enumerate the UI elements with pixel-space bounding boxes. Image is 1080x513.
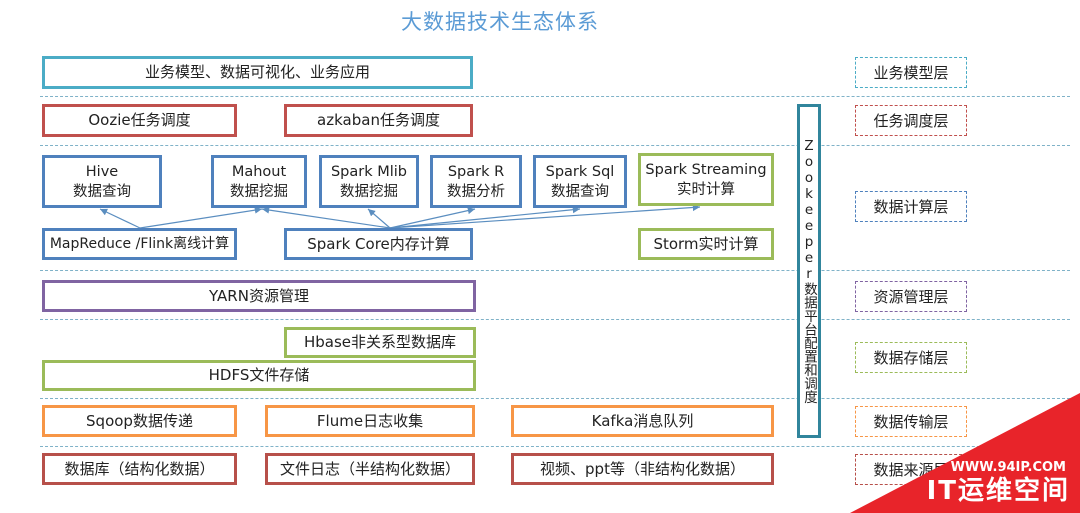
kafka-box: Kafka消息队列	[511, 405, 774, 437]
layer-separator	[40, 398, 1070, 399]
spark-streaming-desc: 实时计算	[677, 181, 735, 198]
spark-streaming-label: Spark Streaming	[645, 161, 767, 178]
spark-mlib-desc: 数据挖掘	[340, 183, 398, 200]
watermark-name: IT运维空间	[926, 476, 1070, 506]
spark-streaming-box: Spark Streaming 实时计算	[638, 153, 774, 206]
spark-r-label: Spark R	[447, 163, 505, 180]
zookeeper-box: Zookeeper数据平台配置和调度	[797, 104, 821, 438]
watermark-url: WWW.94IP.COM	[950, 460, 1066, 475]
mahout-box: Mahout 数据挖掘	[211, 155, 307, 208]
layer-separator	[40, 145, 1070, 146]
layer-separator	[40, 96, 1070, 97]
mahout-label: Mahout	[231, 163, 287, 180]
spark-sql-desc: 数据查询	[551, 183, 609, 200]
arrow-sparkcore-streaming	[389, 203, 701, 229]
oozie-box: Oozie任务调度	[42, 104, 237, 137]
watermark-banner	[850, 393, 1080, 513]
layer-label-compute: 数据计算层	[855, 191, 967, 222]
spark-mlib-label: Spark Mlib	[330, 163, 408, 180]
log-source-box: 文件日志（半结构化数据）	[265, 453, 475, 485]
spark-sql-label: Spark Sql	[545, 163, 615, 180]
flume-box: Flume日志收集	[265, 405, 475, 437]
hbase-box: Hbase非关系型数据库	[284, 327, 476, 358]
layer-label-transfer: 数据传输层	[855, 406, 967, 437]
mapreduce-flink-box: MapReduce /Flink离线计算	[42, 228, 237, 260]
layer-separator	[40, 319, 1070, 320]
layer-label-scheduling: 任务调度层	[855, 105, 967, 136]
storm-box: Storm实时计算	[638, 228, 774, 260]
arrow-mapreduce-hive	[99, 208, 141, 229]
business-app-box: 业务模型、数据可视化、业务应用	[42, 56, 473, 89]
yarn-box: YARN资源管理	[42, 280, 476, 312]
hive-box: Hive 数据查询	[42, 155, 162, 208]
arrow-sparkcore-mlib	[367, 208, 391, 229]
layer-label-resource: 资源管理层	[855, 281, 967, 312]
arrow-sparkcore-sparkr	[389, 207, 476, 229]
spark-sql-box: Spark Sql 数据查询	[533, 155, 627, 208]
layer-label-business: 业务模型层	[855, 57, 967, 88]
diagram-title: 大数据技术生态体系	[401, 10, 599, 34]
sqoop-box: Sqoop数据传递	[42, 405, 237, 437]
spark-r-box: Spark R 数据分析	[430, 155, 522, 208]
layer-label-storage: 数据存储层	[855, 342, 967, 373]
layer-separator	[40, 270, 1070, 271]
spark-core-box: Spark Core内存计算	[284, 228, 473, 260]
zookeeper-label: Zookeeper数据平台配置和调度	[801, 138, 817, 404]
layer-separator	[40, 446, 1070, 447]
spark-r-desc: 数据分析	[447, 183, 505, 200]
arrow-mapreduce-mahout	[139, 206, 263, 229]
arrow-sparkcore-sparksql	[389, 206, 581, 229]
hive-desc: 数据查询	[73, 183, 131, 200]
database-source-box: 数据库（结构化数据）	[42, 453, 237, 485]
hive-label: Hive	[85, 163, 119, 180]
azkaban-box: azkaban任务调度	[284, 104, 473, 137]
hdfs-box: HDFS文件存储	[42, 360, 476, 391]
spark-mlib-box: Spark Mlib 数据挖掘	[319, 155, 419, 208]
arrow-sparkcore-mahout	[261, 206, 391, 229]
mahout-desc: 数据挖掘	[230, 183, 288, 200]
video-source-box: 视频、ppt等（非结构化数据）	[511, 453, 774, 485]
